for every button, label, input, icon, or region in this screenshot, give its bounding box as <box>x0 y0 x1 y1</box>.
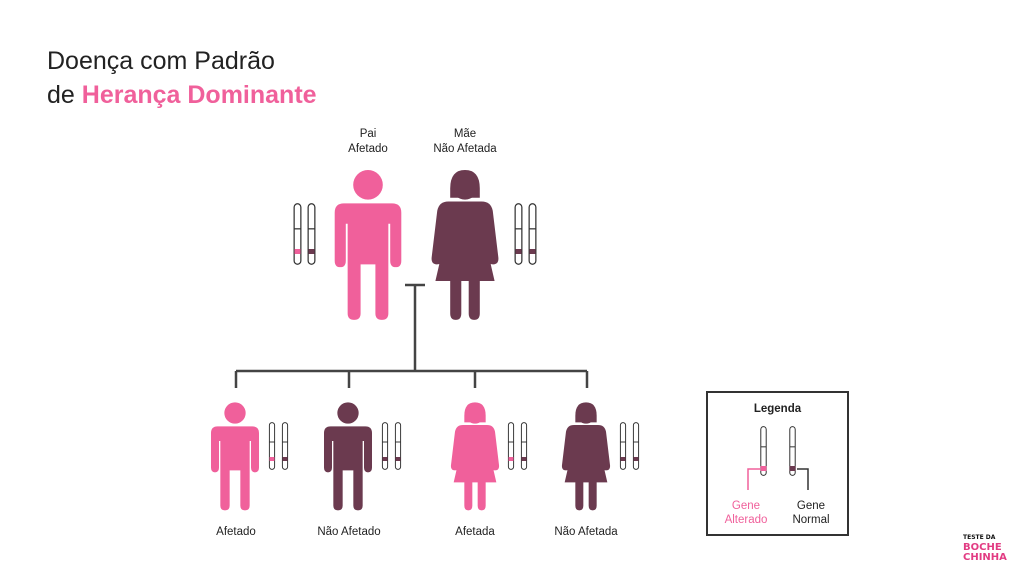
father-label-top: Pai <box>359 128 377 140</box>
legend-normal-line2: Normal <box>792 514 830 526</box>
legend-normal-line1: Gene <box>796 500 826 512</box>
father-chromosomes <box>293 203 316 265</box>
mother-chromosomes <box>514 203 537 265</box>
legend-normal-label: Gene Normal <box>784 499 838 527</box>
child-2-chromosomes <box>381 422 402 470</box>
family-connector-lines <box>234 283 589 388</box>
child-1-figure-icon <box>211 402 259 511</box>
child-1-chromosomes <box>268 422 289 470</box>
legend-chromosomes <box>747 426 809 490</box>
child-4-chromosomes <box>619 422 640 470</box>
legend-box: Legenda <box>706 391 849 536</box>
child-4-figure-icon <box>561 402 611 511</box>
child-3-figure-icon <box>450 402 500 511</box>
child-3-label: Afetada <box>455 526 495 538</box>
mother-label-bottom: Não Afetada <box>433 143 497 155</box>
legend-altered-line1: Gene <box>731 500 761 512</box>
child-1-label: Afetado <box>216 526 256 538</box>
mother-label: Mãe Não Afetada <box>422 127 508 157</box>
page-title: Doença com Padrão de Herança Dominante <box>47 44 317 112</box>
father-label: Pai Afetado <box>332 127 404 157</box>
child-4-label: Não Afetada <box>554 526 618 538</box>
brand-line-2: BOCHE <box>963 542 1002 553</box>
title-line-1: Doença com Padrão <box>47 47 275 75</box>
brand-line-1: TESTE DA <box>963 534 996 541</box>
brand-line-3: CHINHA <box>963 552 1007 563</box>
mother-label-top: Mãe <box>453 128 477 140</box>
title-line-2: de Herança Dominante <box>47 78 317 112</box>
legend-altered-line2: Alterado <box>724 514 768 526</box>
child-3-chromosomes <box>507 422 528 470</box>
child-2-figure-icon <box>324 402 372 511</box>
father-label-bottom: Afetado <box>348 143 388 155</box>
brand-logo: TESTE DA BOCHE CHINHA <box>963 533 1007 563</box>
mother-figure-icon <box>431 170 499 320</box>
legend-altered-label: Gene Alterado <box>716 499 776 527</box>
legend-title: Legenda <box>753 403 802 415</box>
father-figure-icon <box>334 170 402 320</box>
title-highlight: Herança Dominante <box>81 81 317 109</box>
child-2-label: Não Afetado <box>317 526 381 538</box>
title-prefix: de <box>47 81 75 109</box>
